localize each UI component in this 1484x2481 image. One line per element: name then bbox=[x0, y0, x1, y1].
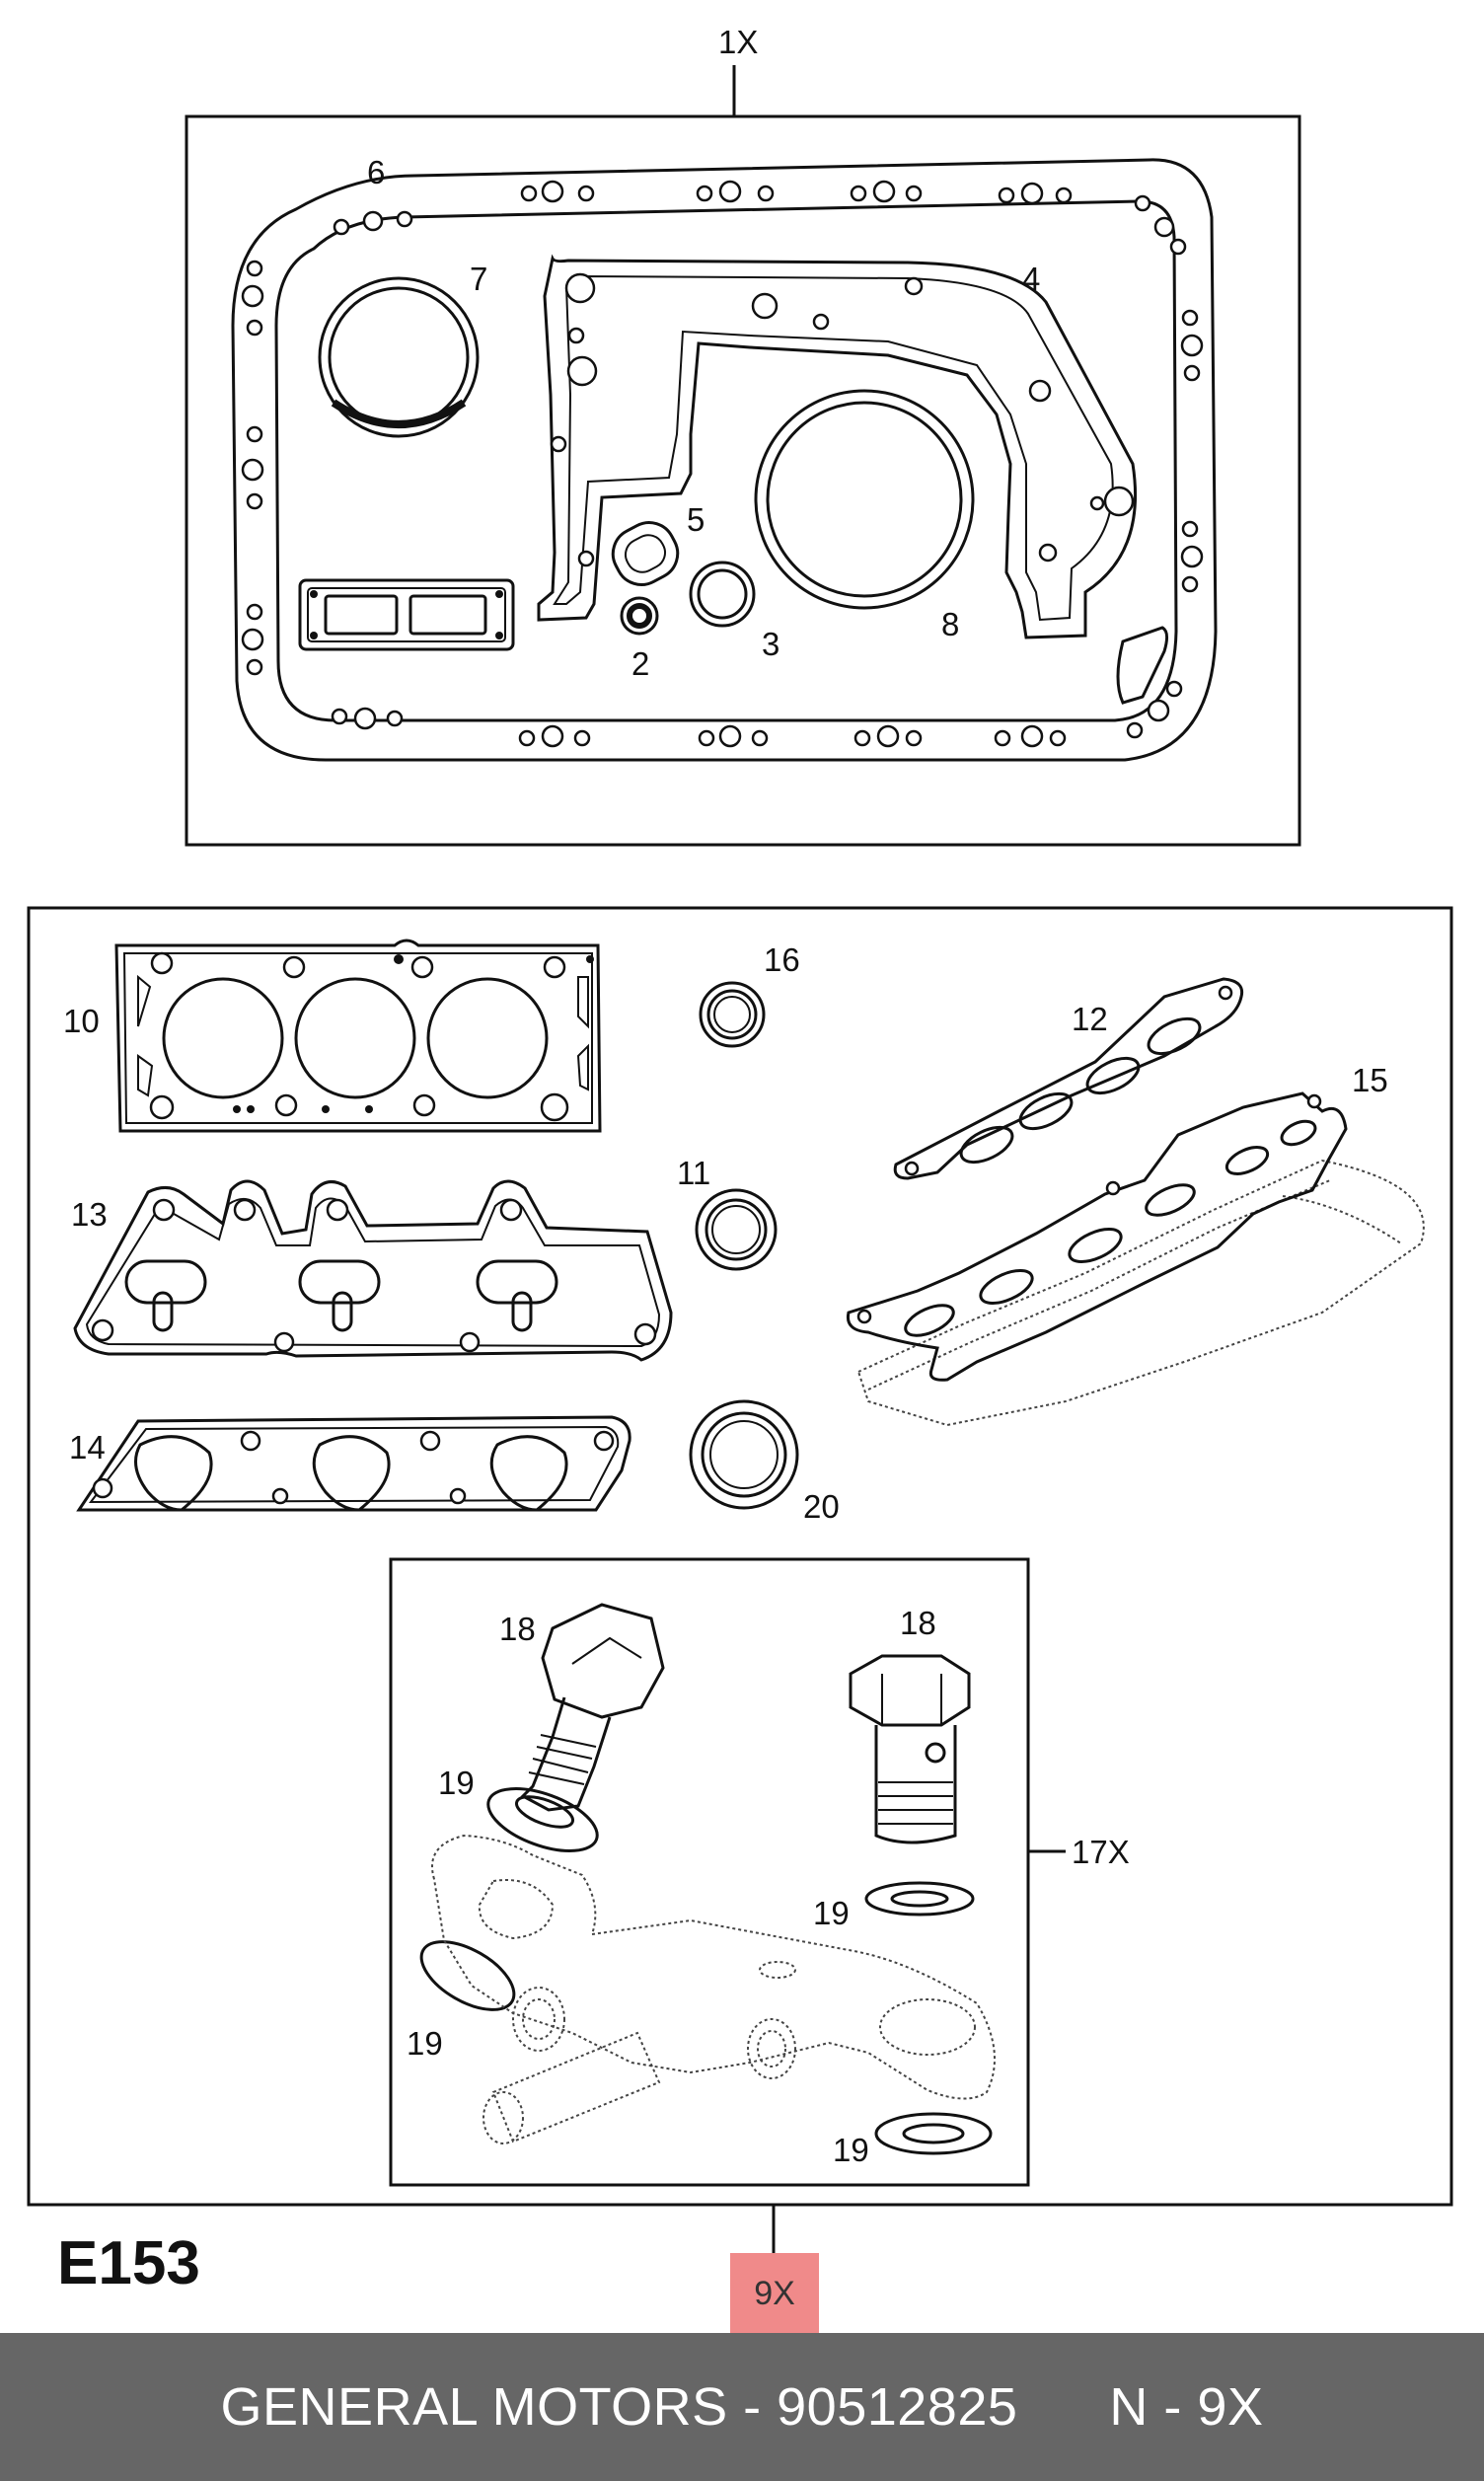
crankshaft-seal-8 bbox=[754, 389, 975, 610]
oil-line-outline bbox=[431, 1834, 996, 2144]
callout-19-a: 19 bbox=[438, 1765, 475, 1801]
callout-15: 15 bbox=[1352, 1062, 1388, 1098]
callout-12: 12 bbox=[1072, 1001, 1108, 1037]
seal-ring-7 bbox=[318, 276, 480, 438]
seal-20 bbox=[689, 1399, 799, 1510]
callout-11: 11 bbox=[677, 1155, 710, 1191]
brand-name: GENERAL MOTORS bbox=[220, 2377, 728, 2437]
gasket-set-diagram: 1X bbox=[27, 24, 1453, 2253]
upper-gasket-set: 1X bbox=[185, 24, 1301, 847]
callout-19-b: 19 bbox=[813, 1895, 850, 1931]
callout-10: 10 bbox=[63, 1003, 100, 1039]
quantity-badge: 9X bbox=[730, 2253, 819, 2334]
callout-20: 20 bbox=[803, 1488, 840, 1525]
seal-16 bbox=[699, 981, 766, 1048]
label-1x: 1X bbox=[718, 24, 758, 60]
callout-16: 16 bbox=[764, 941, 800, 978]
seal-11 bbox=[695, 1188, 778, 1271]
callout-4: 4 bbox=[1022, 261, 1040, 297]
lower-gasket-set: 16 10 12 15 13 11 14 20 17X bbox=[27, 906, 1453, 2207]
part-number: 90512825 bbox=[777, 2377, 1018, 2437]
callout-3: 3 bbox=[762, 626, 779, 662]
manifold-gasket-12 bbox=[893, 977, 1244, 1180]
banjo-bolt-set: 17X bbox=[389, 1557, 1130, 2187]
callout-8: 8 bbox=[941, 606, 959, 642]
quantity-text: N - 9X bbox=[1109, 2377, 1264, 2437]
footer-separator: - bbox=[727, 2377, 778, 2437]
callout-6: 6 bbox=[367, 154, 385, 190]
callout-18-left: 18 bbox=[499, 1611, 536, 1647]
sealing-washers bbox=[419, 1787, 993, 2155]
page-code: E153 bbox=[57, 2229, 200, 2297]
footer-gap bbox=[1017, 2376, 1109, 2438]
lower-frame bbox=[27, 906, 1453, 2207]
front-cover-gasket bbox=[537, 254, 1138, 639]
inner-frame bbox=[389, 1557, 1030, 2187]
upper-frame bbox=[185, 114, 1301, 847]
callout-7: 7 bbox=[470, 261, 487, 297]
callout-5: 5 bbox=[687, 501, 705, 538]
callout-13: 13 bbox=[71, 1196, 108, 1233]
callout-14: 14 bbox=[69, 1429, 106, 1466]
oil-pan-bolt-holes bbox=[241, 180, 1204, 748]
label-17x: 17X bbox=[1072, 1834, 1130, 1870]
exhaust-manifold-gasket-13 bbox=[73, 1179, 673, 1362]
cylinder-head-gasket-10 bbox=[114, 939, 602, 1133]
manifold-gasket-15 bbox=[846, 1091, 1425, 1427]
oil-pan-gasket bbox=[231, 158, 1218, 762]
small-seals bbox=[611, 521, 756, 636]
banjo-bolt-1 bbox=[520, 1603, 665, 1812]
rectangular-gasket bbox=[298, 578, 515, 651]
footer-bar: GENERAL MOTORS - 90512825 N - 9X bbox=[0, 2333, 1484, 2481]
callout-19-d: 19 bbox=[833, 2132, 869, 2168]
callout-18-right: 18 bbox=[900, 1605, 936, 1641]
callout-19-c: 19 bbox=[407, 2025, 443, 2062]
callout-2: 2 bbox=[631, 645, 649, 682]
banjo-bolt-2 bbox=[849, 1654, 971, 1844]
intake-manifold-gasket-14 bbox=[76, 1415, 631, 1512]
